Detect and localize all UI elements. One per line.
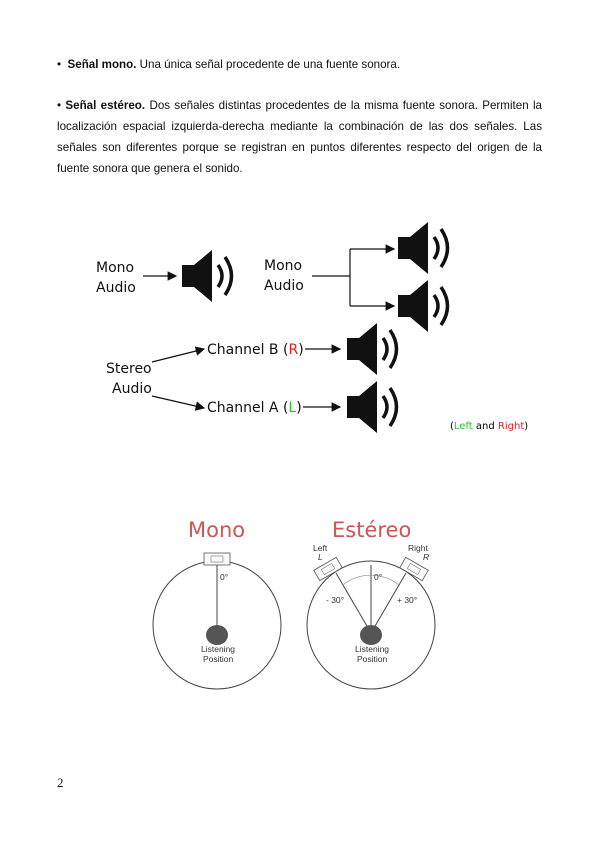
mono-zero-degree: 0° — [220, 572, 228, 582]
definition-mono: Una única señal procedente de una fuente… — [136, 58, 401, 71]
speaker-channel-b-letter: R — [358, 343, 368, 359]
stereo-arrow-b — [151, 346, 206, 363]
mono-listening-line2: Position — [203, 654, 234, 664]
speaker-r-label: R — [410, 242, 420, 258]
stereo-arrow-a — [151, 395, 206, 411]
channel-b-label: Channel B (R) — [207, 342, 304, 358]
mono-listening-line1: Listening — [201, 644, 235, 654]
term-mono: Señal mono. — [67, 58, 137, 71]
stereo-circle — [306, 560, 436, 690]
speaker-channel-a-icon — [345, 379, 399, 435]
minus-30-label: - 30° — [326, 595, 344, 605]
definition-stereo: Dos señales distintas procedentes de la … — [57, 99, 542, 175]
paragraph-stereo: • Señal estéreo. Dos señales distintas p… — [57, 95, 542, 179]
right-speaker-icon — [399, 556, 429, 582]
mono-split-label-line1: Mono — [264, 258, 302, 274]
stereo-listener-head-icon — [360, 625, 382, 645]
stereo-listening-line2: Position — [357, 654, 388, 664]
bullet: • — [57, 99, 62, 112]
left-label: Left — [313, 543, 328, 553]
mono-audio-label-line2: Audio — [96, 280, 136, 296]
left-letter: L — [318, 552, 323, 562]
speaker-icon — [180, 248, 234, 304]
listening-position-figure: Mono 0° Listening Position Estéreo 0° - … — [152, 518, 436, 690]
stereo-zero-degree: 0° — [374, 572, 382, 582]
stereo-right-line — [370, 572, 407, 634]
speaker-l-icon — [396, 278, 450, 334]
speaker-r-icon — [396, 220, 450, 276]
mono-split-label-line2: Audio — [264, 278, 304, 294]
speaker-channel-b-icon — [345, 321, 399, 377]
plus-30-label: + 30° — [397, 595, 417, 605]
mono-listener-head-icon — [206, 625, 228, 645]
left-speaker-icon — [313, 556, 343, 582]
speaker-channel-a-letter: L — [358, 401, 366, 417]
right-letter: R — [423, 552, 429, 562]
stereo-title: Estéreo — [332, 518, 411, 542]
mono-speaker-icon — [203, 552, 231, 566]
right-label: Right — [408, 543, 428, 553]
channel-a-label: Channel A (L) — [207, 400, 302, 416]
mono-title: Mono — [188, 518, 245, 542]
mono-audio-label-line1: Mono — [96, 260, 134, 276]
page-number: 2 — [57, 775, 64, 790]
audio-channels-figure: Mono Audio Mono Audio R L Stereo Audio C… — [96, 220, 528, 435]
term-stereo: Señal estéreo. — [65, 99, 146, 112]
bullet: • — [57, 58, 62, 71]
stereo-audio-label-line1: Stereo — [106, 361, 152, 377]
left-right-note: (Left and Right) — [450, 421, 528, 432]
paragraph-mono: • Señal mono. Una única señal procedente… — [57, 54, 542, 75]
stereo-audio-label-line2: Audio — [112, 381, 152, 397]
speaker-l-label: L — [410, 300, 418, 316]
stereo-listening-line1: Listening — [355, 644, 389, 654]
stereo-left-line — [335, 572, 372, 634]
